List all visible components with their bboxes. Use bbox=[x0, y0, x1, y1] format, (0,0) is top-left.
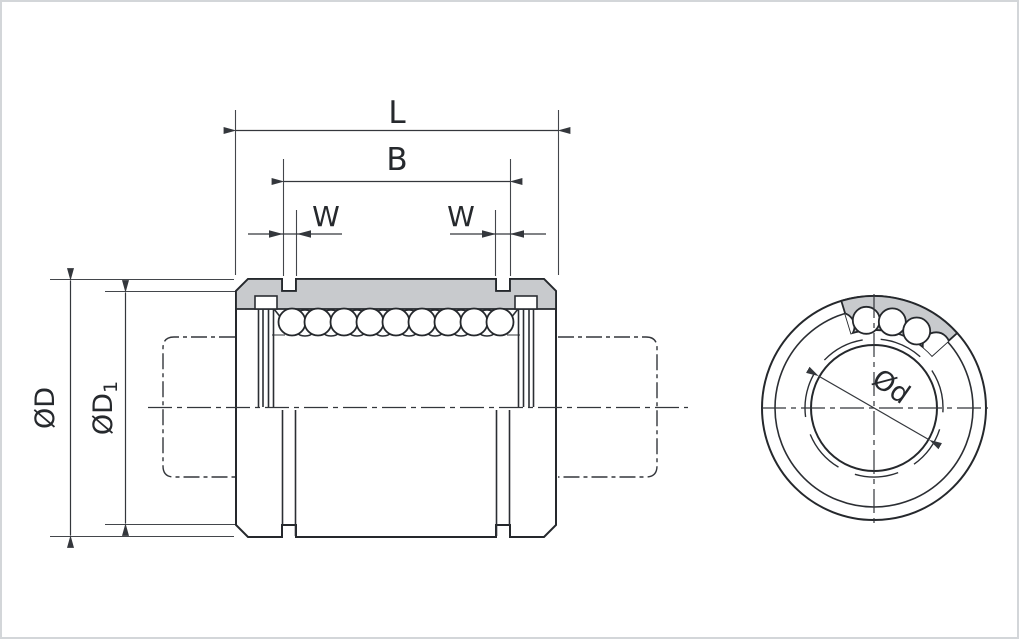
outer-sleeve-section bbox=[235, 278, 557, 310]
wedge-balls bbox=[851, 305, 932, 346]
label-B: B bbox=[386, 142, 407, 178]
dimension-outer-diameter-OD: ØD bbox=[30, 268, 234, 548]
side-section-view: L B W W ØD bbox=[30, 95, 688, 548]
seal-left bbox=[254, 295, 278, 407]
end-view: Ød bbox=[761, 294, 988, 526]
label-OD: ØD bbox=[30, 387, 61, 429]
centerlines-end-view bbox=[762, 294, 988, 526]
dimension-between-grooves-B: B bbox=[271, 142, 523, 276]
label-OD1-sub: 1 bbox=[100, 381, 122, 393]
dimension-groove-width-left-W: W bbox=[248, 200, 342, 276]
label-W-right: W bbox=[447, 200, 475, 233]
seal-right bbox=[514, 295, 538, 407]
groove-lines-lower bbox=[281, 410, 511, 536]
dimension-length-L: L bbox=[223, 95, 571, 275]
label-L: L bbox=[388, 95, 406, 131]
dimension-groove-width-right-W: W bbox=[447, 200, 546, 276]
shaft-phantom-outline bbox=[162, 336, 658, 478]
label-OD1-main: ØD bbox=[88, 393, 119, 435]
ball-row bbox=[277, 307, 515, 337]
dimension-inner-diameter-OD1: ØD1 bbox=[88, 280, 235, 536]
label-OD1: ØD1 bbox=[88, 381, 122, 435]
label-W-left: W bbox=[312, 200, 340, 233]
